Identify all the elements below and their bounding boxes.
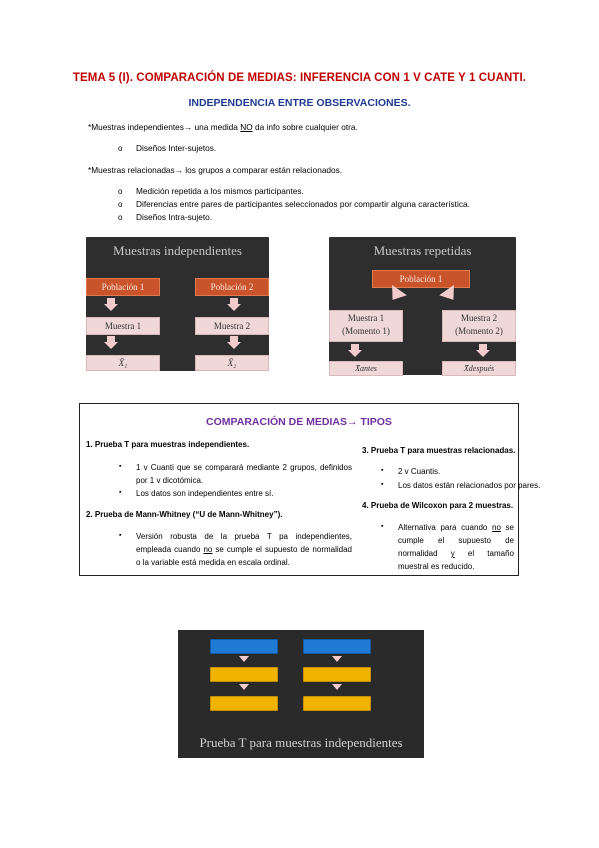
down-arrow-icon [348, 350, 362, 357]
list-item: Los datos están relacionados por pares. [398, 481, 541, 490]
test-4-heading: 4. Prueba de Wilcoxon para 2 muestras. [362, 501, 514, 510]
down-arrow-icon [104, 342, 118, 349]
down-arrow-icon [107, 336, 115, 342]
population-box [210, 639, 278, 654]
rel-definition: *Muestras relacionadas→ los grupos a com… [88, 165, 343, 175]
diagram-title: Muestras repetidas [373, 243, 472, 258]
bullet-icon: o [118, 213, 123, 222]
down-arrow-icon [107, 298, 115, 304]
list-item: Versión robusta de la prueba T pa indepe… [136, 532, 353, 567]
down-arrow-icon [230, 336, 238, 342]
list-item: Alternativa para cuando no se cumple el … [398, 523, 514, 571]
sample-1-box: Muestra 1 (Momento 1) [329, 310, 403, 342]
list-item: 1 v Cuanti que se comparará mediante 2 g… [136, 463, 352, 485]
mean-1-box: X̄₁ [86, 355, 160, 371]
sample-1-box: Muestra 1 [86, 317, 160, 335]
bullet-icon: ▪ [119, 532, 122, 539]
down-arrow-icon [479, 344, 487, 350]
diagram-title: Muestras independientes [113, 243, 242, 258]
mean-2-box: X̄₂ [195, 355, 269, 371]
down-arrow-icon [476, 350, 490, 357]
sample-box [210, 667, 278, 682]
mean-before-box: X̄antes [329, 361, 403, 376]
diagram-repeated-samples: Muestras repetidas Población 1 Muestra 1… [329, 237, 516, 376]
bullet-icon: ▪ [381, 481, 384, 488]
bullet-icon: ▪ [119, 489, 122, 496]
arrow-icon: → [183, 122, 193, 132]
sample-2-box: Muestra 2 (Momento 2) [442, 310, 516, 342]
bullet-icon: o [118, 144, 123, 153]
down-arrow-icon [239, 656, 249, 662]
down-arrow-icon [227, 342, 241, 349]
population-box: Población 1 [372, 270, 470, 288]
sample-box [303, 667, 371, 682]
section-subtitle: INDEPENDENCIA ENTRE OBSERVACIONES. [188, 97, 411, 109]
mean-box [303, 696, 371, 711]
down-arrow-icon [104, 304, 118, 311]
arrow-icon: → [347, 416, 358, 428]
sample-2-box: Muestra 2 [195, 317, 269, 335]
down-arrow-icon [230, 298, 238, 304]
down-arrow-icon [227, 304, 241, 311]
bullet-icon: o [118, 187, 123, 196]
down-arrow-icon [332, 684, 342, 690]
population-1-box: Población 1 [86, 278, 160, 296]
bullet-icon: ▪ [381, 523, 384, 530]
mean-box [210, 696, 278, 711]
bullet-icon: o [118, 200, 123, 209]
indep-definition: *Muestras independientes→ una medida NO … [88, 122, 358, 132]
bullet-icon: ▪ [119, 463, 122, 470]
diagram-independent-samples: Muestras independientes Población 1 Pobl… [86, 237, 269, 371]
down-arrow-icon [351, 344, 359, 350]
list-item: 2 v Cuantis. [398, 467, 441, 476]
test-2-heading: 2. Prueba de Mann-Whitney (“U de Mann-Wh… [86, 510, 283, 519]
image-caption: Prueba T para muestras independientes [199, 735, 403, 750]
list-item: Los datos son independientes entre sí. [136, 489, 274, 498]
t-test-diagram: Prueba T para muestras independientes [178, 630, 424, 758]
mean-after-box: X̄después [442, 361, 516, 376]
bullet-icon: ▪ [381, 467, 384, 474]
down-arrow-icon [239, 684, 249, 690]
population-2-box: Población 2 [195, 278, 269, 296]
down-arrow-icon [332, 656, 342, 662]
test-types-box: COMPARACIÓN DE MEDIAS→ TIPOS 1. Prueba T… [79, 403, 541, 576]
page-title: TEMA 5 (I). COMPARACIÓN DE MEDIAS: INFER… [72, 72, 527, 84]
test-1-heading: 1. Prueba T para muestras independientes… [86, 440, 250, 449]
box-title: COMPARACIÓN DE MEDIAS→ TIPOS [206, 416, 392, 428]
arrow-icon: → [174, 165, 183, 175]
test-3-heading: 3. Prueba T para muestras relacionadas. [362, 446, 516, 455]
population-box [303, 639, 371, 654]
